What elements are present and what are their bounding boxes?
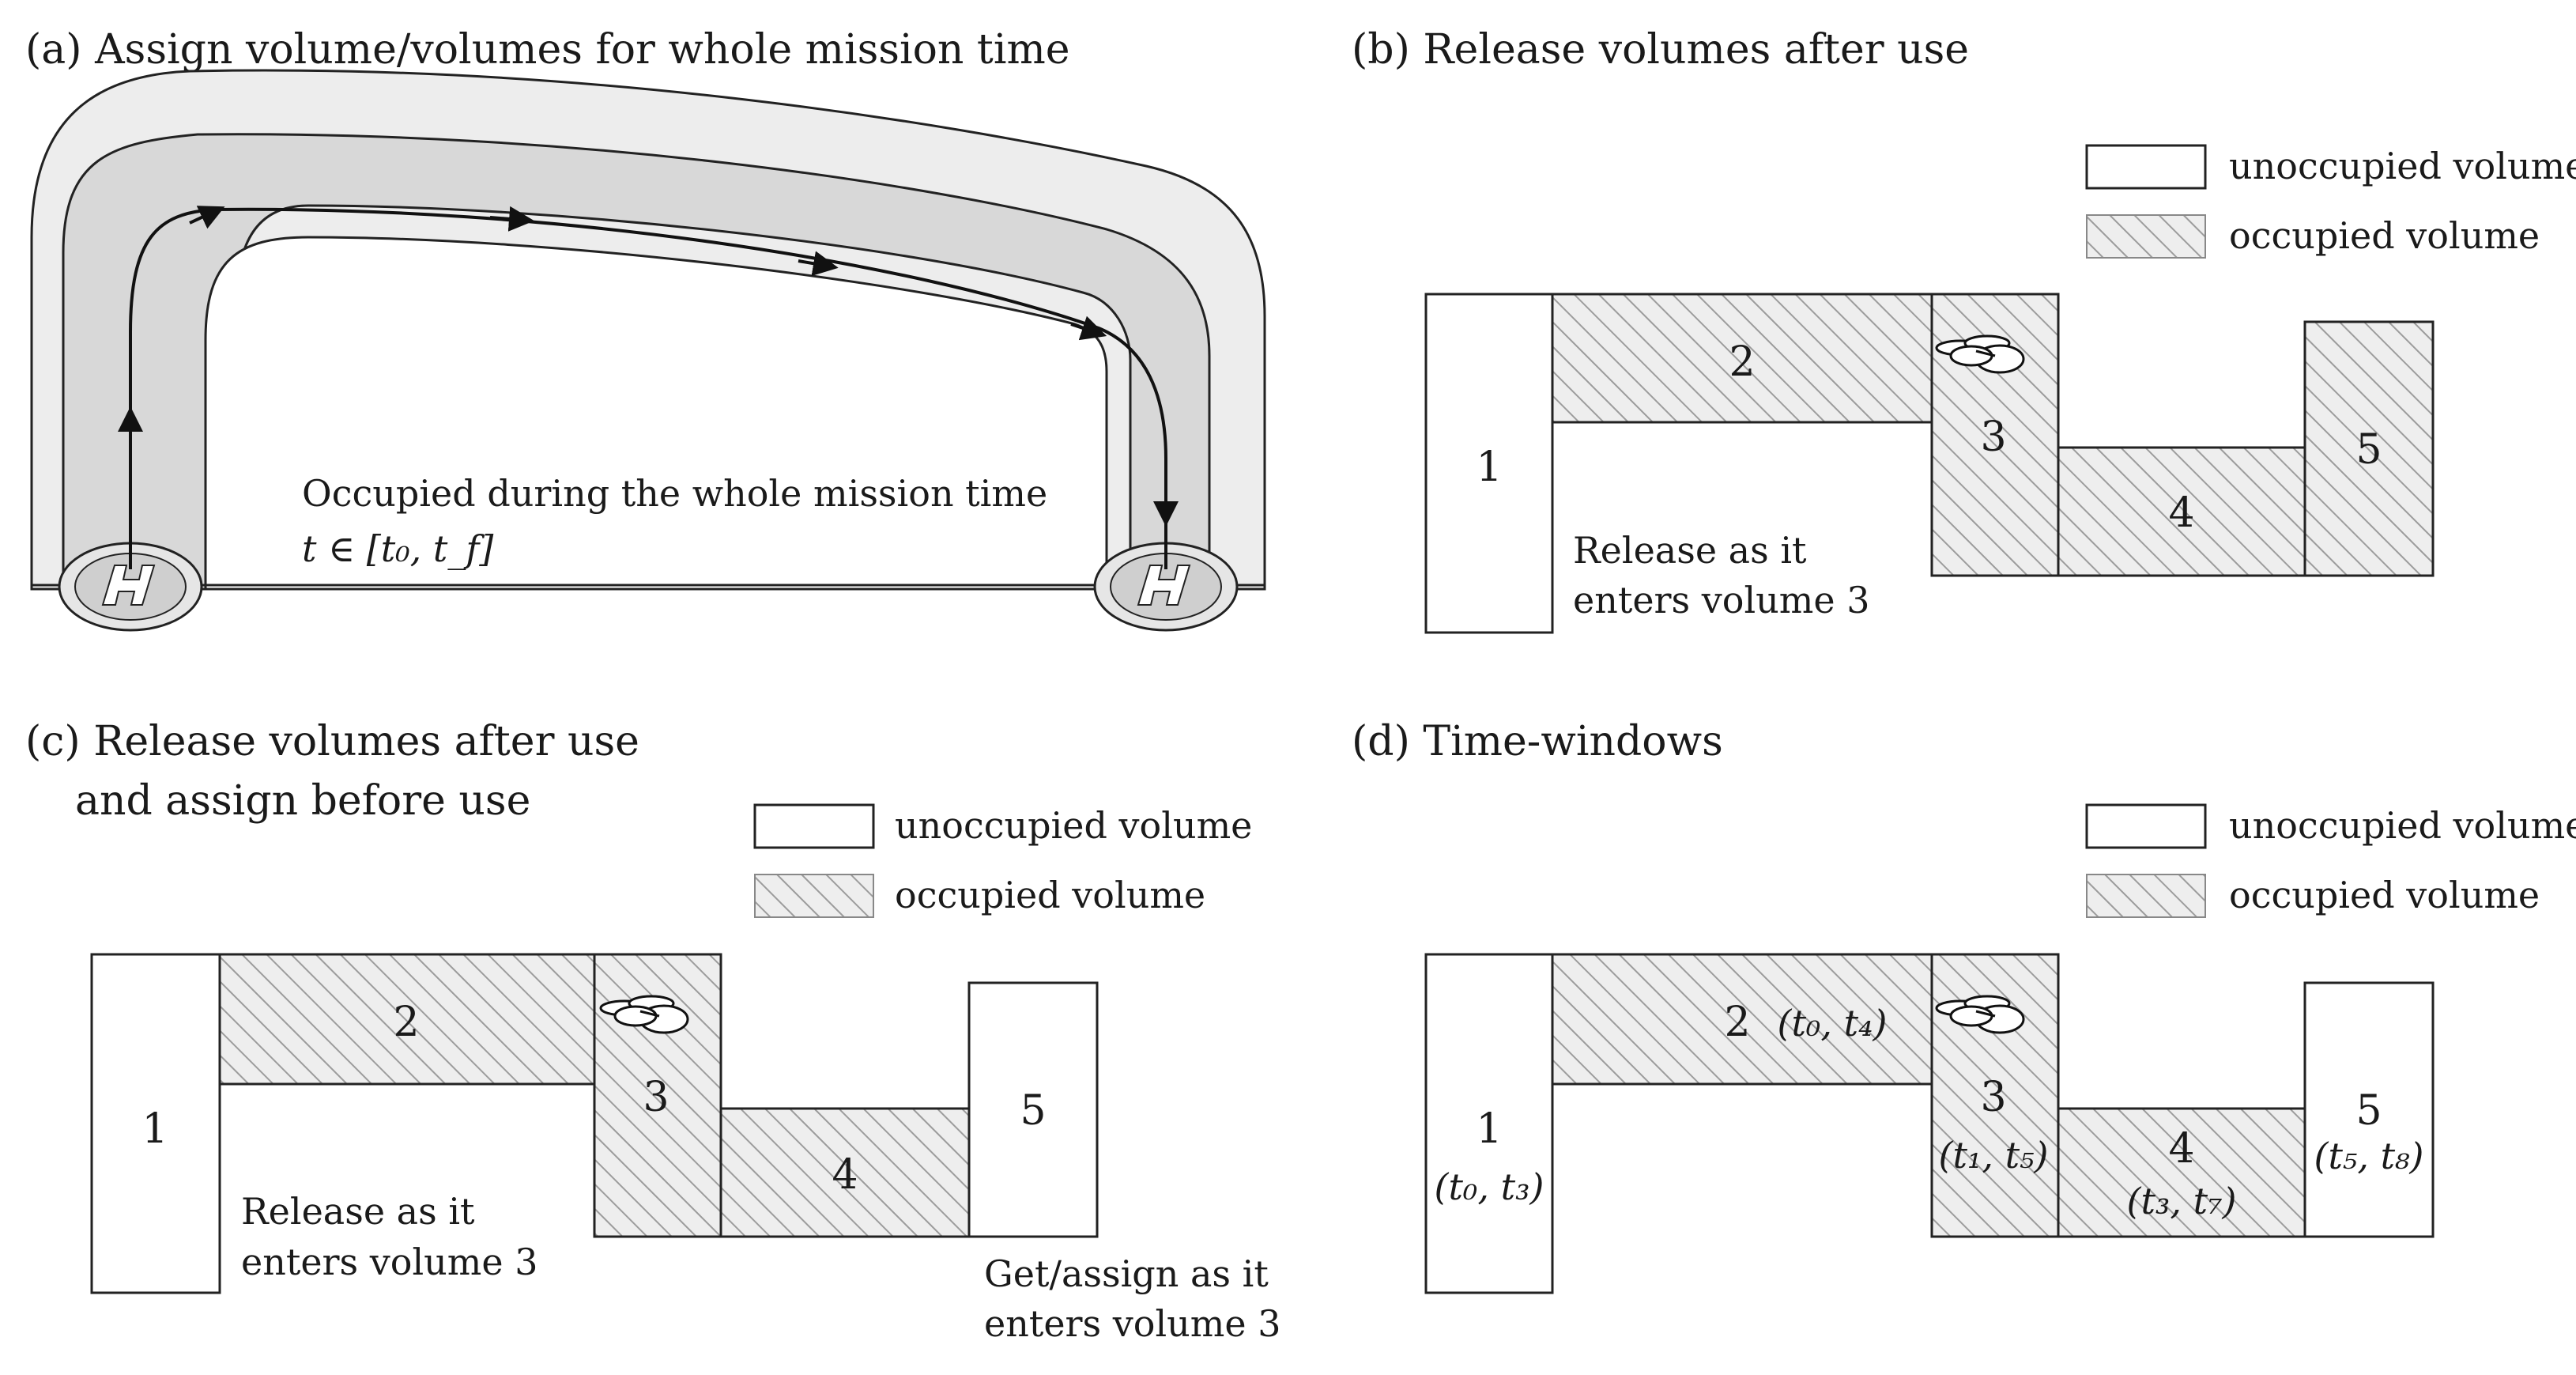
volume-1-window: (t₀, t₃) xyxy=(1435,1165,1544,1208)
path-arrow xyxy=(489,206,534,232)
volume-2 xyxy=(1551,953,1933,1086)
volume-1 xyxy=(1424,953,1554,1294)
panel-c: (c) Release volumes after use and assign… xyxy=(25,718,1281,1345)
legend-d: unoccupied volume occupied volume xyxy=(2085,803,2576,918)
occupied-text-line2: t ∈ [t₀, t_f] xyxy=(302,527,493,570)
assign-text-line2: enters volume 3 xyxy=(984,1302,1281,1345)
legend-c: unoccupied volume occupied volume xyxy=(753,803,1252,918)
path-arrow xyxy=(1070,315,1107,341)
volume-2-label: 2 xyxy=(1729,338,1755,386)
occupied-text-line1: Occupied during the whole mission time xyxy=(302,472,1047,515)
volume-1-label: 1 xyxy=(141,1105,168,1153)
volume-5-label: 5 xyxy=(1020,1087,1046,1135)
legend-b: unoccupied volume occupied volume xyxy=(2085,144,2576,259)
legend-occupied-label: occupied volume xyxy=(895,874,1205,916)
volume-3-label: 3 xyxy=(643,1074,669,1121)
legend-unoccupied-swatch xyxy=(2085,144,2207,190)
panel-d: (d) Time-windows unoccupied volume occup… xyxy=(1352,718,2576,1294)
release-text-line1: Release as it xyxy=(241,1190,475,1233)
volume-5 xyxy=(2303,320,2435,577)
path-arrow xyxy=(189,206,225,229)
volume-1-label: 1 xyxy=(1476,444,1502,491)
flight-path xyxy=(129,207,1167,569)
path-arrow xyxy=(798,251,839,277)
panel-c-title-line2: and assign before use xyxy=(75,777,530,825)
legend-occupied-label: occupied volume xyxy=(2229,214,2540,257)
helipad-icon xyxy=(101,565,156,606)
inner-corridor xyxy=(62,133,1211,591)
legend-occupied-label: occupied volume xyxy=(2229,874,2540,916)
legend-occupied-swatch xyxy=(2086,874,2206,918)
panel-a: (a) Assign volume/volumes for whole miss… xyxy=(25,26,1266,632)
volume-5-label: 5 xyxy=(2355,426,2382,474)
volume-4-label: 4 xyxy=(832,1151,858,1199)
volume-4 xyxy=(719,1107,971,1238)
volume-4 xyxy=(2057,446,2306,577)
release-text-line1: Release as it xyxy=(1573,529,1807,572)
volume-5 xyxy=(2303,981,2435,1238)
assign-text-line1: Get/assign as it xyxy=(984,1252,1269,1295)
panel-c-title-line1: (c) Release volumes after use xyxy=(25,718,639,765)
volume-4-label: 4 xyxy=(2168,1125,2194,1173)
legend-unoccupied-swatch xyxy=(753,803,875,849)
legend-occupied-swatch xyxy=(2086,214,2206,259)
volume-2 xyxy=(218,953,596,1086)
volume-1 xyxy=(1424,293,1554,634)
volume-5-label: 5 xyxy=(2355,1087,2382,1135)
volume-2-label: 2 xyxy=(1724,999,1750,1046)
volume-2-label: 2 xyxy=(393,999,419,1046)
volume-5 xyxy=(967,981,1099,1238)
helipad-right xyxy=(1093,542,1239,632)
legend-unoccupied-label: unoccupied volume xyxy=(2229,145,2576,187)
volume-4-label: 4 xyxy=(2168,489,2194,537)
legend-unoccupied-label: unoccupied volume xyxy=(895,804,1252,847)
panel-b: (b) Release volumes after use unoccupied… xyxy=(1352,26,2576,634)
volume-4-window: (t₃, t₇) xyxy=(2127,1180,2237,1222)
volume-2-window: (t₀, t₄) xyxy=(1778,1002,1888,1044)
helipad-icon xyxy=(1137,565,1191,606)
legend-occupied-swatch xyxy=(754,874,874,918)
volume-1 xyxy=(90,953,221,1294)
legend-unoccupied-swatch xyxy=(2085,803,2207,849)
release-text-line2: enters volume 3 xyxy=(241,1241,538,1283)
panel-b-title: (b) Release volumes after use xyxy=(1352,26,1969,74)
volume-3-label: 3 xyxy=(1980,414,2006,461)
panel-d-title: (d) Time-windows xyxy=(1352,718,1723,765)
release-text-line2: enters volume 3 xyxy=(1573,579,1870,621)
volume-3-window: (t₁, t₅) xyxy=(1939,1134,2049,1177)
legend-unoccupied-label: unoccupied volume xyxy=(2229,804,2576,847)
panel-a-title: (a) Assign volume/volumes for whole miss… xyxy=(25,26,1070,74)
volume-5-window: (t₅, t₈) xyxy=(2314,1135,2424,1177)
volume-3-label: 3 xyxy=(1980,1074,2006,1121)
volume-2 xyxy=(1551,293,1933,424)
volume-1-label: 1 xyxy=(1476,1105,1502,1153)
